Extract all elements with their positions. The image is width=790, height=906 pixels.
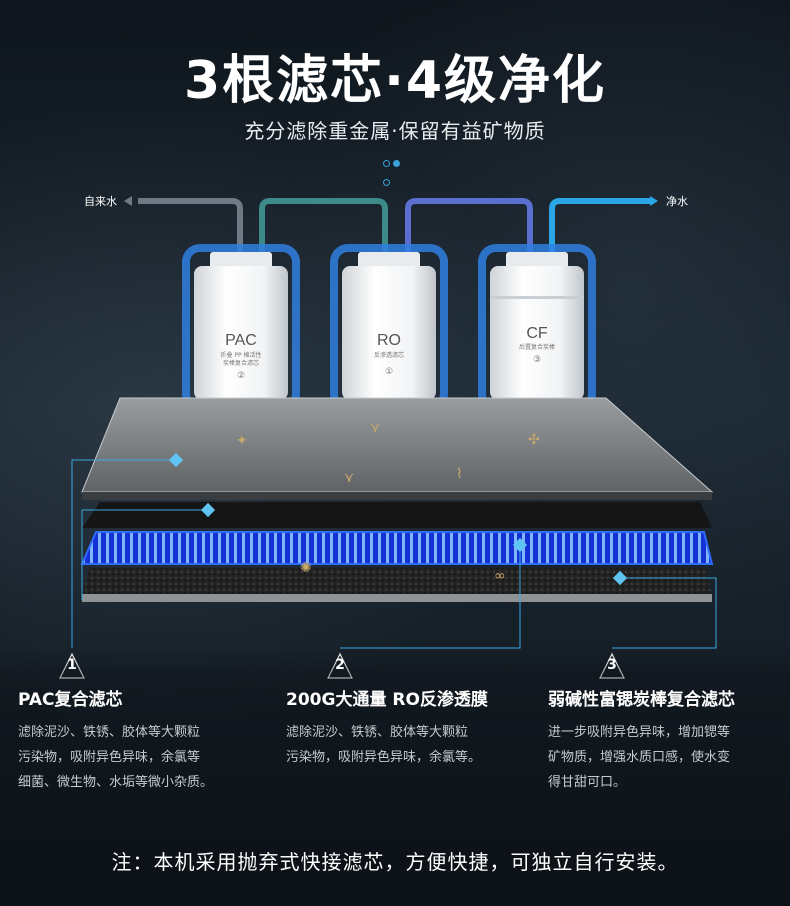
- layer-carbon: [82, 568, 712, 594]
- pipe-2-3: [405, 198, 533, 256]
- cartridge-ro-label: RO: [377, 332, 401, 349]
- install-note: 注：本机采用抛弃式快接滤芯，方便快捷，可独立自行安装。: [111, 850, 679, 874]
- features-panel: [0, 648, 790, 906]
- cartridge-ro-num: ①: [385, 367, 393, 377]
- svg-text:∞: ∞: [494, 568, 506, 584]
- feature-3-badge: 3: [607, 657, 617, 673]
- feature-1-line-2: 污染物，吸附异色异味，余氯等: [18, 750, 201, 765]
- layer-base-edge: [82, 594, 712, 602]
- cartridge-pac-num: ②: [237, 371, 245, 381]
- layer-dark-plate: [82, 502, 712, 528]
- cartridge-cf: CF 后置复合炭棒 ③: [490, 252, 584, 400]
- feature-2-line-2: 污染物，吸附异色异味，余氯等。: [286, 750, 482, 765]
- feature-3: 弱碱性富锶炭棒复合滤芯 进一步吸附异色异味，增加锶等 矿物质，增强水质口感，使水…: [548, 685, 778, 795]
- cartridge-ro-desc1: 反渗透滤芯: [374, 351, 404, 359]
- tap-water-label: 自来水: [84, 195, 117, 208]
- svg-text:⌇: ⌇: [456, 466, 463, 482]
- svg-text:⋎: ⋎: [344, 470, 354, 486]
- page-title: 3根滤芯·4级净化: [183, 51, 607, 111]
- cartridge-ro: RO 反渗透滤芯 ①: [342, 252, 436, 400]
- feature-3-line-1: 进一步吸附异色异味，增加锶等: [548, 725, 731, 740]
- feature-3-line-2: 矿物质，增强水质口感，使水变: [548, 750, 731, 765]
- feature-2: 200G大通量 RO反渗透膜 滤除泥沙、铁锈、胶体等大颗粒 污染物，吸附异色异味…: [286, 685, 536, 770]
- cartridge-cf-label: CF: [526, 325, 548, 342]
- callout-nodes: [168, 452, 628, 586]
- decor-dots: [383, 152, 411, 186]
- pure-water-label: 净水: [666, 195, 688, 208]
- inlet-arrow: [124, 196, 132, 206]
- outlet-arrow: [650, 196, 658, 206]
- feature-1-line-3: 细菌、微生物、水垢等微小杂质。: [18, 775, 214, 790]
- feature-3-title: 弱碱性富锶炭棒复合滤芯: [548, 690, 735, 710]
- svg-text:✺: ✺: [300, 560, 312, 576]
- feature-2-line-1: 滤除泥沙、铁锈、胶体等大颗粒: [286, 725, 469, 740]
- cartridge-cf-num: ③: [533, 355, 541, 365]
- feature-2-badge: 2: [335, 657, 345, 673]
- layer-pp-plate: [81, 397, 714, 493]
- cartridge-pac-desc2: 炭棒复合滤芯: [223, 359, 259, 367]
- cartridge-cf-desc1: 后置复合炭棒: [519, 343, 555, 351]
- svg-text:✣: ✣: [528, 432, 540, 448]
- svg-text:✦: ✦: [236, 433, 248, 449]
- cartridge-pac-desc1: 折叠 PP 棉活性: [220, 351, 261, 359]
- feature-1-badge: 1: [67, 657, 77, 673]
- svg-text:⋎: ⋎: [370, 420, 380, 436]
- layer-ro-membrane: [80, 531, 714, 565]
- layer-pp-edge: [82, 492, 712, 500]
- impurity-particles: ✦ ⋎ ⌇ ⋎ ✣ ✺ ∞: [236, 420, 540, 584]
- pipe-1-2: [259, 198, 388, 256]
- page-subtitle: 充分滤除重金属·保留有益矿物质: [244, 119, 546, 143]
- inlet-pipe: [138, 198, 243, 256]
- feature-1: PAC复合滤芯 滤除泥沙、铁锈、胶体等大颗粒 污染物，吸附异色异味，余氯等 细菌…: [18, 685, 268, 795]
- feature-3-line-3: 得甘甜可口。: [548, 775, 627, 790]
- outlet-pipe: [549, 198, 650, 256]
- feature-1-title: PAC复合滤芯: [18, 690, 123, 710]
- feature-1-line-1: 滤除泥沙、铁锈、胶体等大颗粒: [18, 725, 201, 740]
- cartridge-pac: PAC 折叠 PP 棉活性 炭棒复合滤芯 ②: [194, 252, 288, 400]
- feature-2-title: 200G大通量 RO反渗透膜: [286, 690, 488, 710]
- cartridge-pac-label: PAC: [225, 332, 257, 349]
